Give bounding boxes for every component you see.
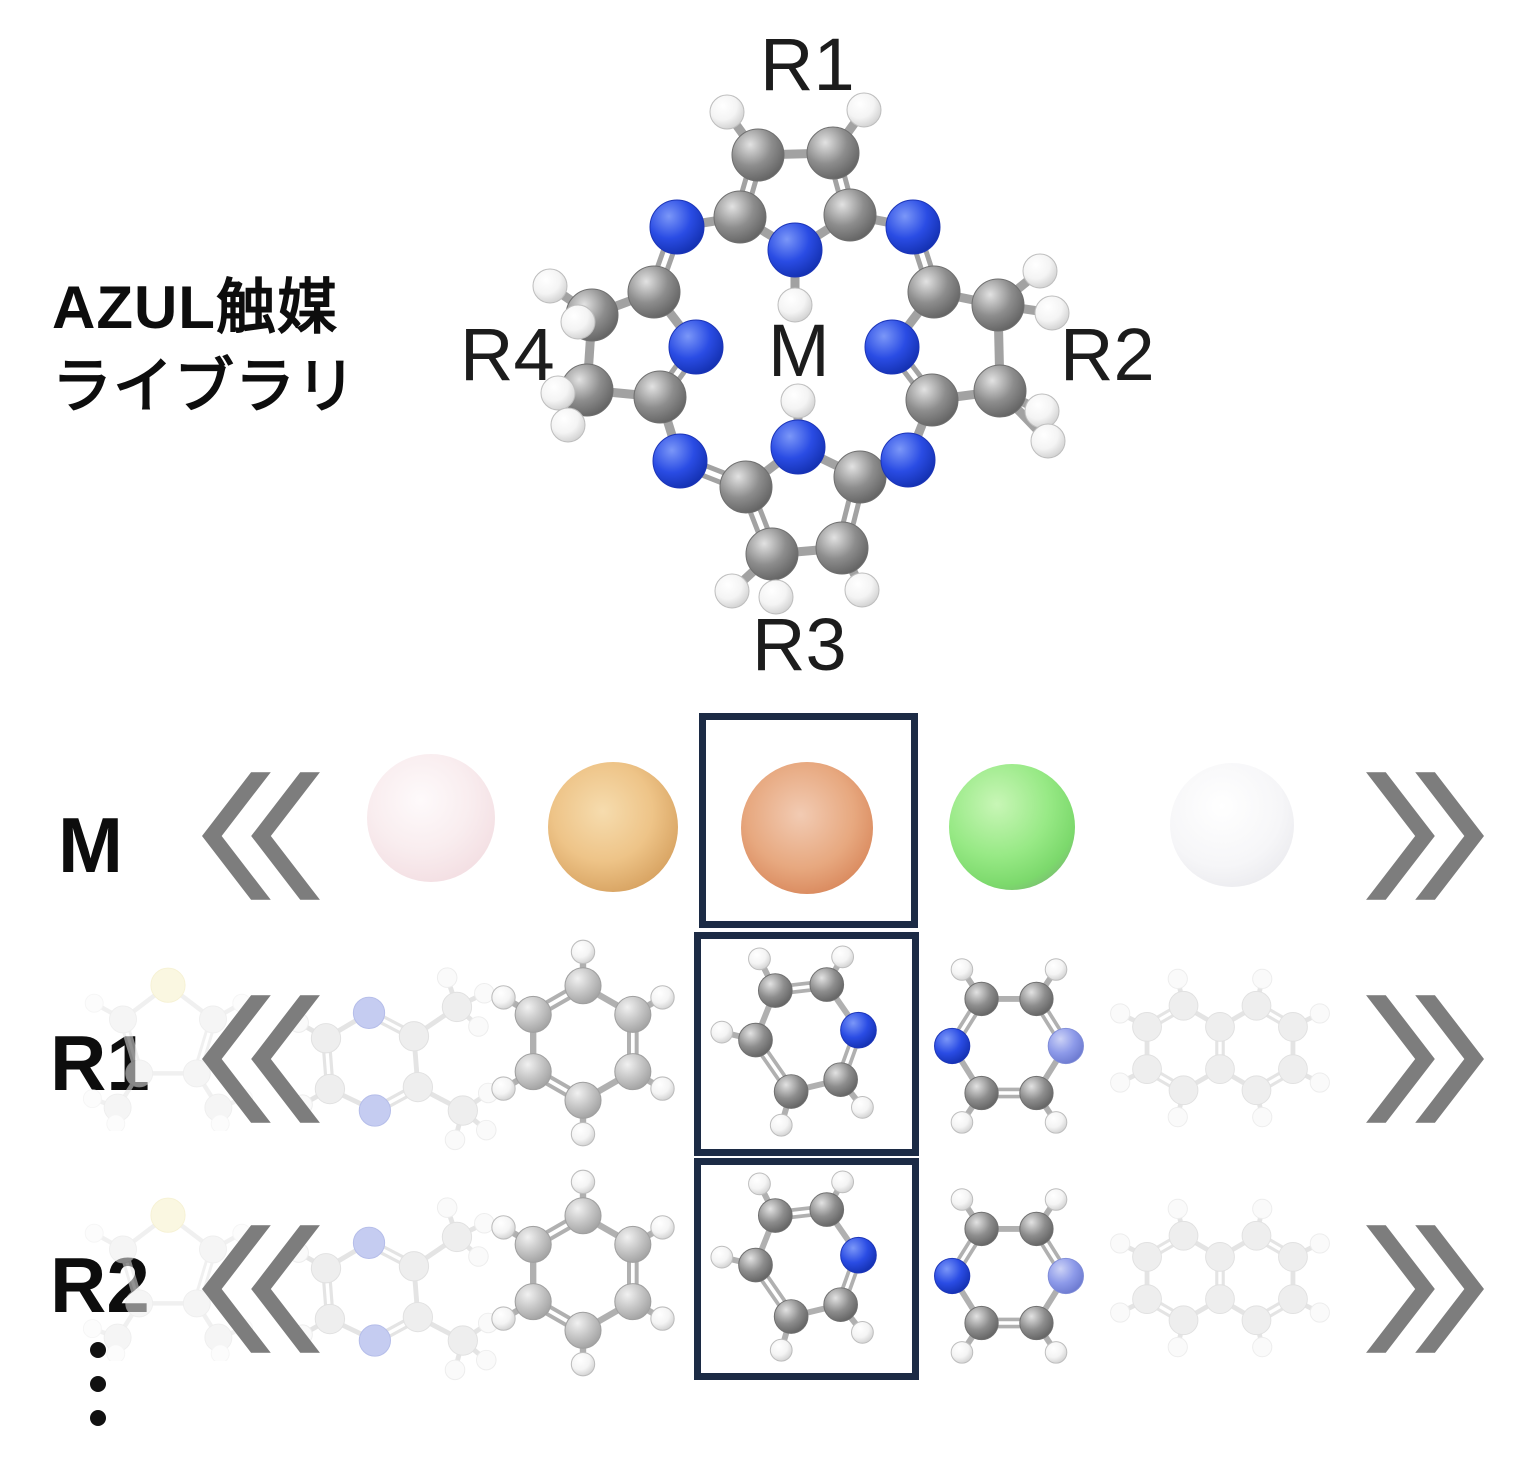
core-label-r1: R1: [760, 23, 855, 106]
scroll-right-chevron-icon[interactable]: [1366, 1225, 1484, 1353]
option-benzene[interactable]: [477, 937, 689, 1149]
metal-option-tan[interactable]: [548, 762, 678, 892]
scroll-left-chevron-icon[interactable]: [202, 995, 320, 1123]
ellipsis-dot: [90, 1342, 106, 1358]
scroll-right-chevron-icon[interactable]: [1366, 772, 1484, 900]
library-title: AZUL触媒 ライブラリ: [52, 268, 357, 426]
scroll-left-chevron-icon[interactable]: [202, 1225, 320, 1353]
option-pyrazine[interactable]: [911, 946, 1107, 1142]
core-label-r2: R2: [1060, 313, 1155, 396]
scroll-right-chevron-icon[interactable]: [1366, 995, 1484, 1123]
ellipsis-dot: [90, 1410, 106, 1426]
core-label-metal: M: [768, 309, 830, 392]
metal-option-green[interactable]: [949, 764, 1075, 890]
core-label-r3: R3: [752, 603, 847, 686]
library-title-line1: AZUL触媒: [52, 274, 338, 341]
row-label-m: M: [58, 801, 123, 889]
metal-option-pale-pink[interactable]: [367, 754, 495, 882]
metal-option-copper-selected[interactable]: [741, 762, 873, 894]
macrocycle-structure-image: [532, 92, 1070, 615]
selected-option-box-r2: [694, 1158, 919, 1380]
selected-option-box-r1: [694, 932, 919, 1156]
library-title-line2: ライブラリ: [52, 353, 357, 421]
scroll-left-chevron-icon[interactable]: [202, 772, 320, 900]
option-pyrazine[interactable]: [911, 1176, 1107, 1372]
option-naphthalene-faded[interactable]: [1095, 1182, 1345, 1374]
metal-option-white[interactable]: [1170, 763, 1294, 887]
option-pyridine-selected[interactable]: [706, 1170, 904, 1368]
core-label-r4: R4: [460, 313, 555, 396]
option-pyridine-selected[interactable]: [706, 945, 904, 1143]
ellipsis-dot: [90, 1376, 106, 1392]
option-benzene[interactable]: [477, 1167, 689, 1379]
option-naphthalene-faded[interactable]: [1095, 952, 1345, 1144]
